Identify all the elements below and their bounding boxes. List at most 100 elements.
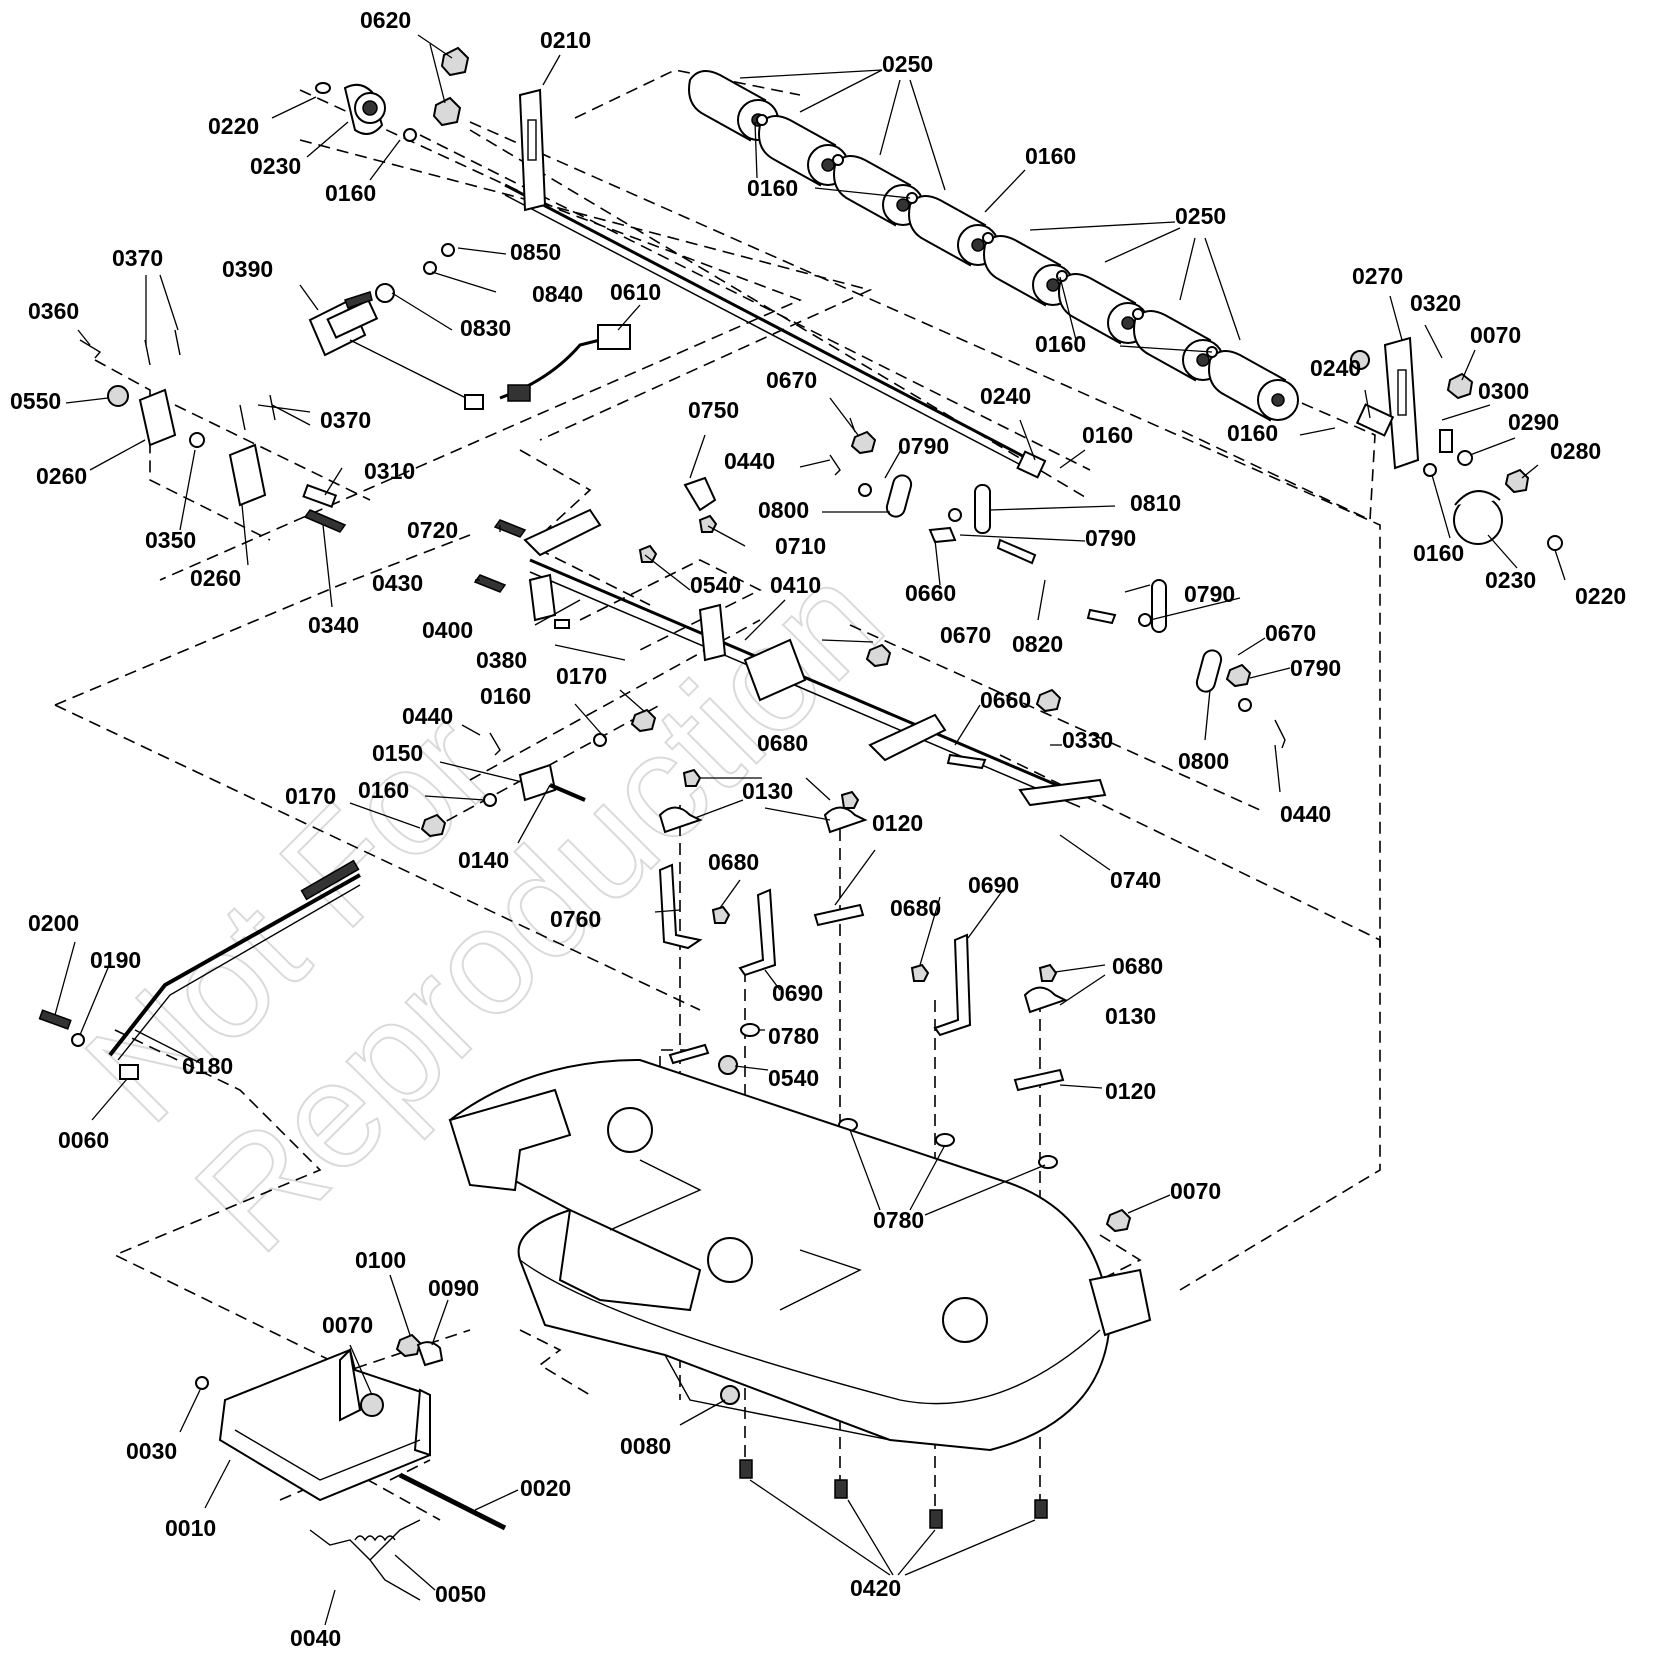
callout-0620: 0620 (360, 7, 411, 33)
callout-0540: 0540 (768, 1065, 819, 1091)
leader-lines (54, 34, 1566, 1626)
actuator-0390 (308, 243, 471, 401)
callout-0230: 0230 (1485, 567, 1536, 593)
callout-0160: 0160 (358, 777, 409, 803)
callout-0240: 0240 (980, 383, 1031, 409)
callout-0370: 0370 (320, 407, 371, 433)
callout-0210: 0210 (540, 27, 591, 53)
callout-0790: 0790 (1085, 525, 1136, 551)
callout-0160: 0160 (1025, 143, 1076, 169)
callout-0820: 0820 (1012, 631, 1063, 657)
bolt-0620 (432, 46, 470, 127)
callout-0140: 0140 (458, 847, 509, 873)
callout-0680: 0680 (890, 895, 941, 921)
end-roller-left (315, 82, 417, 142)
callout-0150: 0150 (372, 740, 423, 766)
callout-0260: 0260 (36, 463, 87, 489)
callout-0670: 0670 (1265, 620, 1316, 646)
callout-0680: 0680 (1112, 953, 1163, 979)
callout-0760: 0760 (550, 906, 601, 932)
callout-0420: 0420 (850, 1575, 901, 1601)
roller-shaft (504, 183, 1041, 467)
callout-0800: 0800 (758, 497, 809, 523)
callout-0290: 0290 (1508, 409, 1559, 435)
callout-0720: 0720 (407, 517, 458, 543)
callout-0250: 0250 (882, 51, 933, 77)
callout-0080: 0080 (620, 1433, 671, 1459)
callout-0300: 0300 (1478, 378, 1529, 404)
callout-0610: 0610 (610, 279, 661, 305)
right-bracket-group (1016, 336, 1563, 551)
callout-0410: 0410 (770, 572, 821, 598)
mower-deck (448, 1058, 1152, 1452)
callout-0850: 0850 (510, 239, 561, 265)
callout-0070: 0070 (322, 1312, 373, 1338)
callout-0230: 0230 (250, 153, 301, 179)
callout-0690: 0690 (968, 872, 1019, 898)
callout-0690: 0690 (772, 980, 823, 1006)
callout-0040: 0040 (290, 1625, 341, 1651)
bracket-0010 (195, 1333, 507, 1601)
callout-0280: 0280 (1550, 438, 1601, 464)
callout-0660: 0660 (905, 580, 956, 606)
callout-0780: 0780 (768, 1023, 819, 1049)
callout-0160: 0160 (1082, 422, 1133, 448)
callout-0160: 0160 (480, 683, 531, 709)
left-linkage (79, 329, 347, 533)
callout-0550: 0550 (10, 388, 61, 414)
callout-0070: 0070 (1470, 322, 1521, 348)
callout-0670: 0670 (940, 622, 991, 648)
callout-0540: 0540 (690, 572, 741, 598)
callout-0260: 0260 (190, 565, 241, 591)
callout-0680: 0680 (757, 730, 808, 756)
callout-0160: 0160 (1413, 540, 1464, 566)
callout-0830: 0830 (460, 315, 511, 341)
callout-0670: 0670 (766, 367, 817, 393)
callout-0740: 0740 (1110, 867, 1161, 893)
callout-0160: 0160 (325, 180, 376, 206)
callout-0370: 0370 (112, 245, 163, 271)
callout-0180: 0180 (182, 1053, 233, 1079)
callout-0250: 0250 (1175, 203, 1226, 229)
callout-0780: 0780 (873, 1207, 924, 1233)
callout-0840: 0840 (532, 281, 583, 307)
callout-0360: 0360 (28, 298, 79, 324)
callout-0790: 0790 (898, 433, 949, 459)
callout-0790: 0790 (1290, 655, 1341, 681)
callout-0440: 0440 (1280, 801, 1331, 827)
callout-0090: 0090 (428, 1275, 479, 1301)
callout-0060: 0060 (58, 1127, 109, 1153)
parts (38, 46, 1563, 1601)
callout-0310: 0310 (364, 458, 415, 484)
deck-screws (739, 1459, 1048, 1529)
callout-0130: 0130 (742, 778, 793, 804)
callout-labels: 0620 0210 0250 0220 0230 0160 0160 0160 … (10, 7, 1626, 1651)
bracket-0210 (518, 88, 547, 212)
callout-0220: 0220 (208, 113, 259, 139)
callout-0070: 0070 (1170, 1178, 1221, 1204)
callout-0440: 0440 (724, 448, 775, 474)
callout-0800: 0800 (1178, 748, 1229, 774)
lift-rod (38, 859, 361, 1080)
callout-0440: 0440 (402, 703, 453, 729)
callout-0160: 0160 (1035, 331, 1086, 357)
callout-0350: 0350 (145, 527, 196, 553)
callout-0660: 0660 (980, 687, 1031, 713)
callout-0390: 0390 (222, 256, 273, 282)
rollers-0250 (688, 70, 1299, 422)
callout-0810: 0810 (1130, 490, 1181, 516)
lift-shaft (523, 508, 1107, 808)
callout-0120: 0120 (1105, 1078, 1156, 1104)
callout-0750: 0750 (688, 397, 739, 423)
callout-0680: 0680 (708, 849, 759, 875)
callout-0320: 0320 (1410, 290, 1461, 316)
callout-0020: 0020 (520, 1475, 571, 1501)
callout-0160: 0160 (747, 175, 798, 201)
hangers (658, 768, 1068, 1169)
callout-0170: 0170 (285, 783, 336, 809)
callout-0200: 0200 (28, 910, 79, 936)
callout-0710: 0710 (775, 533, 826, 559)
harness-0610 (464, 324, 631, 410)
callout-0240: 0240 (1310, 355, 1361, 381)
